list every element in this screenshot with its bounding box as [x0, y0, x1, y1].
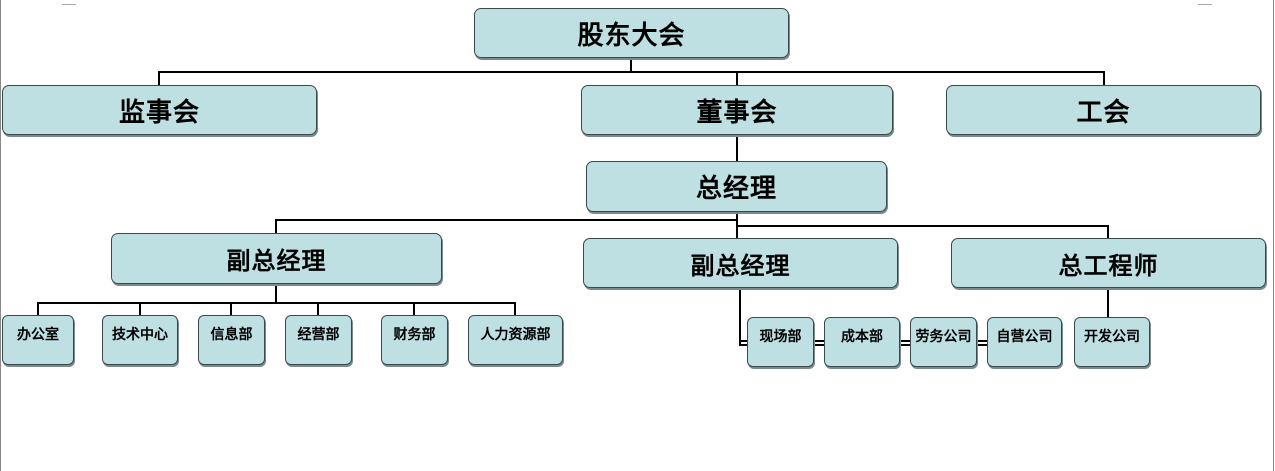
dept-office: 办公室: [2, 315, 74, 365]
dept-cost: 成本部: [824, 317, 900, 367]
dept-self-operated-company: 自营公司: [987, 317, 1062, 367]
dept-development-company: 开发公司: [1074, 317, 1150, 367]
corner-mark-left: [62, 0, 76, 5]
dept-information: 信息部: [198, 315, 265, 365]
node-supervisory-board: 监事会: [2, 85, 317, 135]
node-general-manager: 总经理: [586, 161, 887, 212]
dept-tech-center: 技术中心: [102, 315, 178, 365]
corner-mark-right: [1198, 0, 1212, 5]
node-shareholders: 股东大会: [474, 8, 789, 58]
node-board-of-directors: 董事会: [581, 85, 893, 135]
dept-operations: 经营部: [285, 315, 352, 365]
node-chief-engineer: 总工程师: [951, 238, 1266, 288]
dept-human-resources: 人力资源部: [468, 315, 563, 365]
node-vice-gm-left: 副总经理: [111, 233, 442, 284]
node-vice-gm-middle: 副总经理: [583, 238, 898, 288]
node-union: 工会: [946, 85, 1261, 135]
dept-labor-company: 劳务公司: [910, 317, 977, 367]
dept-finance: 财务部: [381, 315, 448, 365]
dept-site: 现场部: [747, 317, 814, 367]
